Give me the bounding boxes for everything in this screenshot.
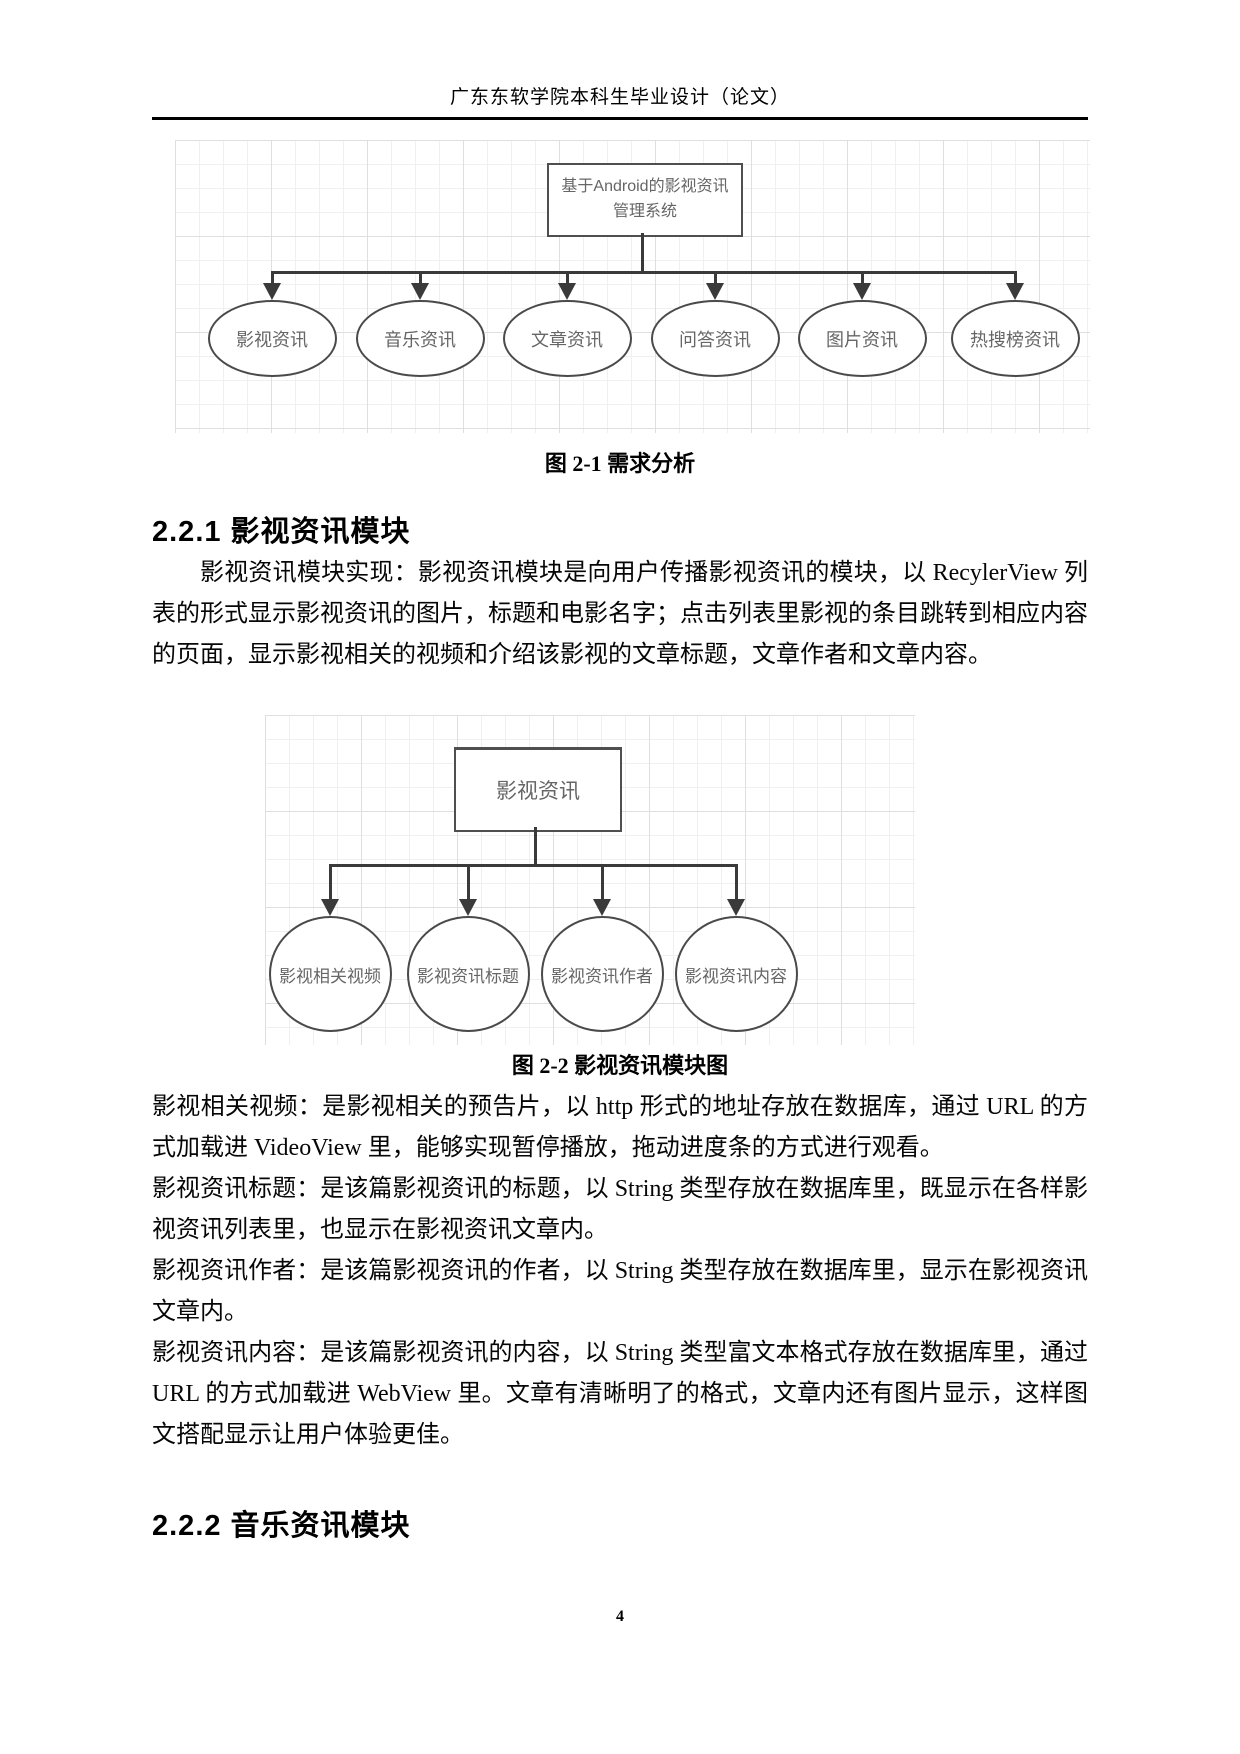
arrow-down-icon — [321, 899, 339, 916]
node-label: 图片资讯 — [826, 329, 898, 350]
arrow-down-icon — [558, 283, 576, 300]
node-label: 影视资讯内容 — [685, 966, 787, 986]
connector-vertical — [641, 233, 644, 272]
description-related-video: 影视相关视频：是影视相关的预告片，以 http 形式的地址存放在数据库，通过 U… — [152, 1094, 1088, 1161]
section-221-paragraph: 影视资讯模块实现：影视资讯模块是向用户传播影视资讯的模块，以 RecylerVi… — [152, 560, 1088, 668]
arrow-down-icon — [593, 899, 611, 916]
node-label: 热搜榜资讯 — [970, 329, 1060, 350]
connector-vertical — [534, 827, 537, 865]
page-header-title: 广东东软学院本科生毕业设计（论文） — [449, 87, 790, 108]
description-news-author: 影视资讯作者：是该篇影视资讯的作者，以 String 类型存放在数据库里，显示在… — [152, 1258, 1088, 1325]
connector-stub — [328, 865, 332, 899]
diagram-node-news-title: 影视资讯标题 — [406, 865, 530, 1032]
node-label: 影视相关视频 — [279, 966, 381, 986]
root-box-line1: 基于Android的影视资讯 — [561, 178, 729, 196]
arrow-down-icon — [411, 283, 429, 300]
connector-horizontal — [329, 864, 738, 867]
connector-horizontal — [271, 271, 1017, 274]
arrow-down-icon — [853, 283, 871, 300]
node-label: 文章资讯 — [531, 329, 603, 350]
section-heading-221: 2.2.1 影视资讯模块 — [152, 516, 411, 548]
diagram-node-movie-news: 影视资讯 — [207, 272, 337, 377]
connector-stub — [270, 272, 274, 283]
connector-stub — [565, 272, 569, 283]
page-number: 4 — [616, 1608, 624, 1625]
diagram-root-box: 影视资讯 — [454, 747, 622, 832]
diagram-node-picture-news: 图片资讯 — [797, 272, 927, 377]
arrow-down-icon — [706, 283, 724, 300]
diagram-node-news-author: 影视资讯作者 — [540, 865, 664, 1032]
description-news-title: 影视资讯标题：是该篇影视资讯的标题，以 String 类型存放在数据库里，既显示… — [152, 1176, 1088, 1243]
connector-stub — [418, 272, 422, 283]
diagram-node-qa-news: 问答资讯 — [650, 272, 780, 377]
connector-stub — [860, 272, 864, 283]
diagram-node-news-content: 影视资讯内容 — [674, 865, 798, 1032]
node-label: 影视资讯作者 — [551, 966, 653, 986]
diagram-node-related-video: 影视相关视频 — [268, 865, 392, 1032]
connector-stub — [1013, 272, 1017, 283]
connector-stub — [734, 865, 738, 899]
connector-stub — [600, 865, 604, 899]
section-heading-222: 2.2.2 音乐资讯模块 — [152, 1510, 411, 1542]
root-box-label: 影视资讯 — [496, 780, 580, 803]
diagram-root-box: 基于Android的影视资讯 管理系统 — [547, 163, 743, 237]
diagram-node-trending-news: 热搜榜资讯 — [950, 272, 1080, 377]
connector-stub — [466, 865, 470, 899]
arrow-down-icon — [459, 899, 477, 916]
node-label: 影视资讯 — [236, 329, 308, 350]
figure-2-2-diagram: 影视资讯 影视相关视频 影视资讯标题 影视资讯作者 影视资讯内容 — [265, 715, 915, 1045]
figure-2-2-caption: 图 2-2 影视资讯模块图 — [511, 1053, 729, 1078]
node-label: 音乐资讯 — [384, 329, 456, 350]
connector-stub — [713, 272, 717, 283]
node-label: 问答资讯 — [679, 329, 751, 350]
header-rule — [152, 117, 1088, 120]
figure-2-1-diagram: 基于Android的影视资讯 管理系统 影视资讯 音乐资讯 文章资讯 问答资讯 — [175, 140, 1090, 433]
figure-2-1-caption: 图 2-1 需求分析 — [544, 451, 696, 476]
diagram-node-article-news: 文章资讯 — [502, 272, 632, 377]
diagram-node-music-news: 音乐资讯 — [355, 272, 485, 377]
root-box-line2: 管理系统 — [612, 203, 677, 220]
arrow-down-icon — [263, 283, 281, 300]
node-label: 影视资讯标题 — [417, 966, 519, 986]
arrow-down-icon — [727, 899, 745, 916]
description-news-content: 影视资讯内容：是该篇影视资讯的内容，以 String 类型富文本格式存放在数据库… — [152, 1340, 1088, 1448]
arrow-down-icon — [1006, 283, 1024, 300]
module-descriptions: 影视相关视频：是影视相关的预告片，以 http 形式的地址存放在数据库，通过 U… — [152, 1087, 1088, 1456]
